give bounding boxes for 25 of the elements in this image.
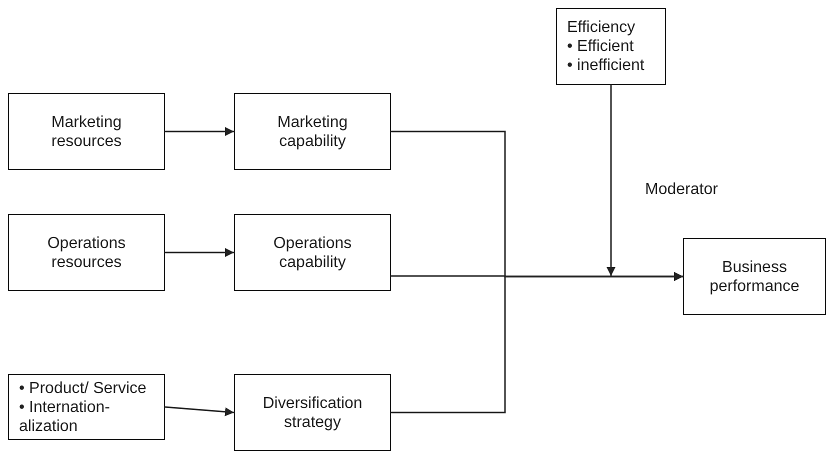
process-box xyxy=(8,214,165,291)
process-box xyxy=(8,93,165,170)
box-text: • inefficient xyxy=(567,56,644,75)
arrow xyxy=(164,406,234,416)
process-box xyxy=(556,8,666,85)
box-text: Marketing resources xyxy=(50,112,123,150)
box-text: • Efficient xyxy=(567,37,634,56)
process-box xyxy=(234,374,391,451)
box-text: Operations capability xyxy=(272,234,353,272)
process-box xyxy=(234,93,391,170)
box-text: Marketing capability xyxy=(276,112,349,150)
arrow xyxy=(391,272,683,414)
box-text: Operations resources xyxy=(46,234,127,272)
arrow xyxy=(165,127,234,136)
arrow xyxy=(165,248,234,257)
box-text: • Product/ Service xyxy=(19,378,146,398)
process-box xyxy=(8,374,165,440)
box-text: Efficiency xyxy=(567,18,636,37)
arrow xyxy=(606,85,616,276)
box-text: Business performance xyxy=(708,258,800,296)
process-box xyxy=(234,214,391,291)
process-box xyxy=(683,238,826,315)
note-label: Moderator xyxy=(645,181,718,199)
box-text: Diversification strategy xyxy=(262,394,364,432)
box-text: • Internation- alization xyxy=(19,398,111,436)
